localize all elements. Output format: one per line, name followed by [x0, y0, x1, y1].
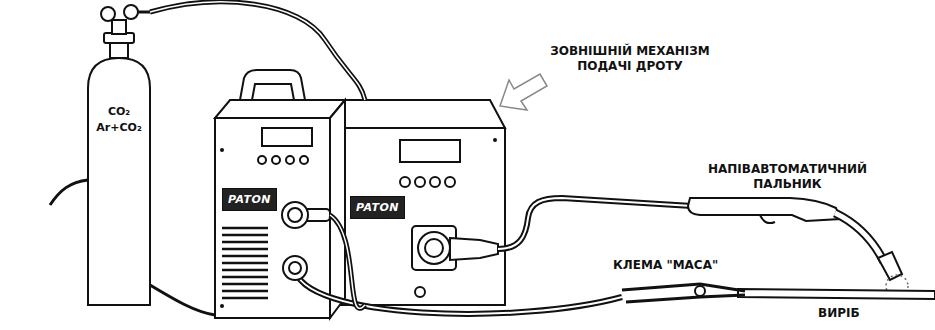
hose-outline: [330, 215, 365, 308]
inverter-button: [258, 156, 266, 164]
feeder-button: [415, 177, 425, 187]
inverter-handle: [240, 70, 305, 100]
torch-cable-inner: [498, 198, 692, 249]
inverter-handle-hole: [252, 84, 294, 100]
ground-cable: [295, 268, 622, 314]
feeder-button: [430, 177, 440, 187]
welding-inverter: PATON: [215, 100, 330, 318]
output-socket: [283, 256, 307, 280]
feeder-button: [445, 177, 455, 187]
feeder-front: [340, 128, 505, 305]
callout-label: ЗОВНІШНІЙ МЕХАНІЗМ ПОДАЧІ ДРОТУ: [540, 44, 720, 74]
callout-label: НАПІВАВТОМАТИЧНИЙ ПАЛЬНИК: [700, 162, 875, 192]
workpiece: [738, 289, 935, 299]
ground-cable-inner: [295, 268, 622, 314]
inverter-dot: [220, 148, 224, 152]
gas-hose: [150, 285, 215, 315]
torch-nozzle: [878, 252, 902, 280]
clamp-jaw: [622, 284, 745, 291]
brand-badge: PATON: [350, 196, 405, 219]
torch-neck-inner: [835, 213, 884, 262]
clamp-hinge: [695, 286, 705, 296]
gas-cylinder-box: CO₂Ar+CO₂: [88, 4, 150, 305]
callout-label: ВИРІБ: [818, 306, 860, 321]
output-socket: [282, 202, 308, 228]
hose-connector: [150, 2, 365, 100]
wire-feeder: PATON: [325, 100, 505, 305]
gas-name: Ar+CO₂: [88, 120, 150, 135]
inverter-display: [262, 128, 312, 146]
output-socket-core: [288, 208, 302, 222]
torch-plug: [450, 238, 498, 260]
inverter-button: [300, 156, 308, 164]
pointer-arrow: [500, 74, 547, 110]
pressure-gauge: [101, 7, 115, 21]
feeder-button: [400, 177, 410, 187]
torch-handle: [688, 198, 840, 221]
gas-name: CO₂: [88, 104, 150, 119]
pressure-gauge: [124, 5, 138, 19]
output-socket-core: [289, 262, 301, 274]
hose-connector: [330, 215, 365, 308]
hose-core: [150, 2, 365, 100]
torch-trigger: [760, 215, 775, 223]
torch-neck: [835, 213, 884, 262]
inverter-top: [215, 100, 345, 118]
feeder-top: [325, 100, 505, 128]
cooling-vents: [222, 228, 268, 298]
euro-connector: [418, 232, 450, 264]
hose-outline: [150, 2, 365, 100]
inverter-dot: [220, 304, 224, 308]
regulator-body: [112, 20, 126, 34]
feeder-display: [400, 140, 460, 162]
regulator-outlet: [138, 11, 150, 14]
cylinder-neck: [110, 42, 128, 58]
euro-connector-core: [425, 239, 443, 257]
clamp-jaw: [626, 295, 745, 302]
inverter-side: [330, 100, 345, 318]
feeder-dot: [493, 138, 497, 142]
inverter-button: [272, 156, 280, 164]
gas-hose: [50, 180, 88, 205]
brand-badge: PATON: [222, 188, 277, 211]
feeder-knob: [415, 287, 425, 297]
callout-label: КЛЕМА "МАСА": [613, 258, 718, 273]
hose-core: [330, 215, 365, 308]
torch-cable: [498, 198, 692, 249]
gas-cylinder: [88, 58, 150, 305]
inverter-button: [286, 156, 294, 164]
